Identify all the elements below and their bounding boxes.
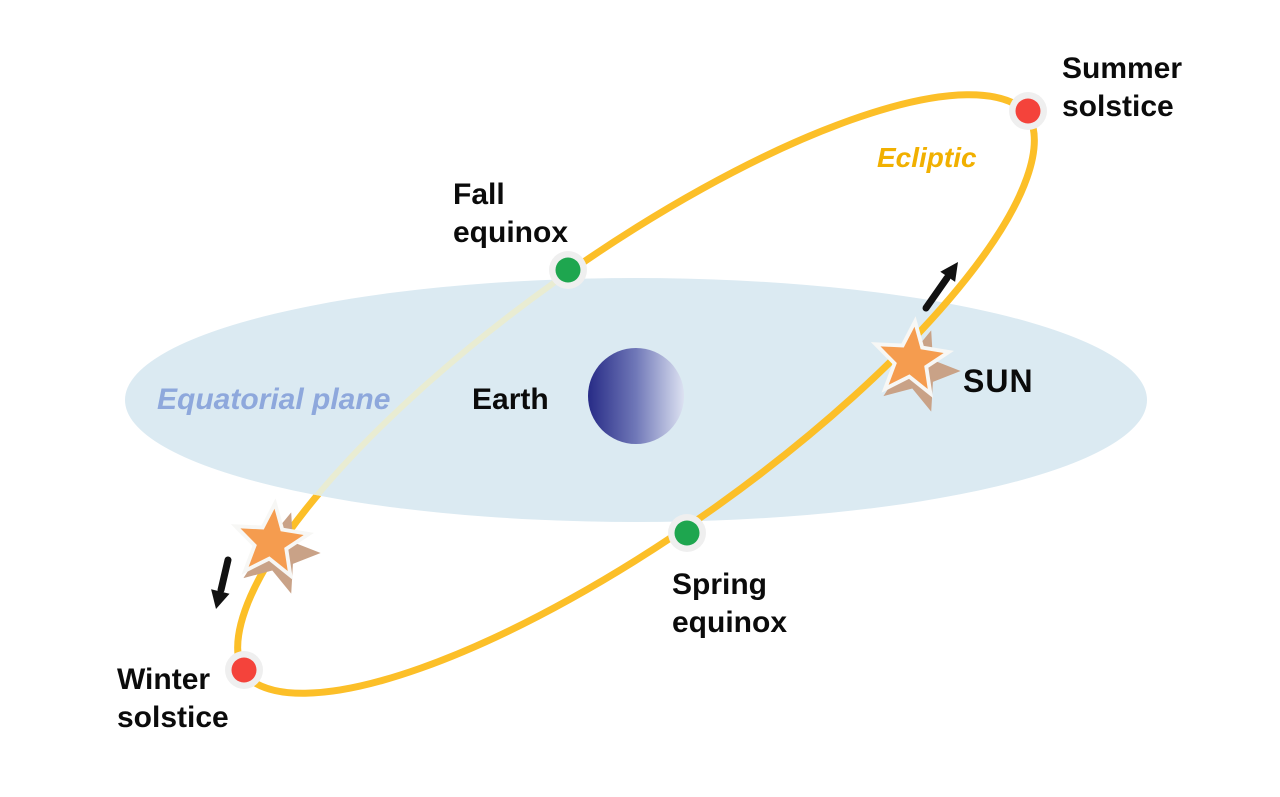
solstice-dot <box>1015 98 1041 124</box>
equinox-dot <box>674 520 700 546</box>
winter-solstice-line2: solstice <box>117 701 229 734</box>
sun-star-icon <box>870 316 961 412</box>
star-core <box>880 326 944 389</box>
fall-equinox-dot <box>549 251 587 289</box>
summer-solstice-label: Summer solstice <box>1062 50 1182 126</box>
arrow-head <box>940 262 958 282</box>
spring-equinox-line2: equinox <box>672 606 788 639</box>
summer-solstice-line1: Summer <box>1062 52 1183 85</box>
earth-globe <box>588 348 684 444</box>
winter-solstice-label: Winter solstice <box>117 661 229 737</box>
summer-solstice-line2: solstice <box>1062 90 1174 123</box>
summer-solstice-dot <box>1009 92 1047 130</box>
orbit-direction-arrow-down-icon <box>211 556 232 609</box>
equatorial-plane-label: Equatorial plane <box>157 383 391 416</box>
spring-equinox-line1: Spring <box>672 568 767 601</box>
orbit-direction-arrow-up-icon <box>922 262 958 312</box>
winter-solstice-line1: Winter <box>117 663 211 696</box>
ecliptic-front-arc <box>241 112 1038 697</box>
equinox-dot <box>555 257 581 283</box>
winter-solstice-dot <box>225 651 263 689</box>
fall-equinox-line1: Fall <box>453 178 505 211</box>
arrow-shaft <box>217 556 232 594</box>
solstice-dot <box>231 657 257 683</box>
arrow-head <box>211 589 230 609</box>
sun-label: SUN <box>963 363 1034 399</box>
spring-equinox-label: Spring equinox <box>672 566 787 642</box>
spring-equinox-dot <box>668 514 706 552</box>
fall-equinox-line2: equinox <box>453 216 569 249</box>
arrow-shaft <box>922 274 951 312</box>
sun-star-winter-position-icon <box>230 498 321 594</box>
ecliptic-label: Ecliptic <box>877 142 977 173</box>
star-core <box>240 508 304 571</box>
fall-equinox-label: Fall equinox <box>453 176 568 252</box>
earth-label: Earth <box>472 383 549 416</box>
